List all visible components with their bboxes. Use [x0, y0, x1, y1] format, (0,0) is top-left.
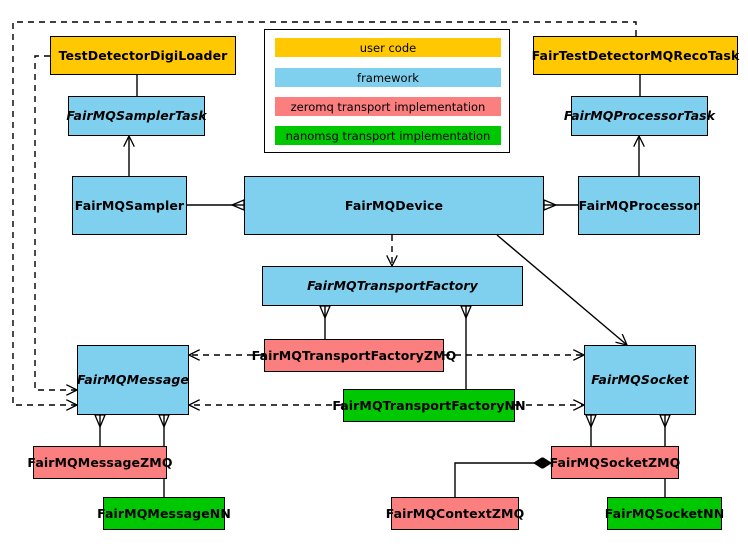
- class-node-FairMQSocketNN[interactable]: FairMQSocketNN: [604, 497, 725, 530]
- class-node-label: FairTestDetectorMQRecoTask: [531, 47, 740, 63]
- legend-item-zeromq: zeromq transport implementation: [275, 97, 501, 116]
- class-node-FairMQSamplerTask[interactable]: FairMQSamplerTask: [66, 96, 207, 136]
- legend-label: framework: [357, 70, 419, 85]
- class-node-label: FairMQProcessor: [578, 197, 700, 213]
- class-node-FairMQSampler[interactable]: FairMQSampler: [72, 176, 187, 235]
- class-node-label: FairMQSocket: [591, 372, 689, 388]
- class-node-TestDetectorDigiLoader[interactable]: TestDetectorDigiLoader: [50, 36, 236, 75]
- class-node-FairMQSocketZMQ[interactable]: FairMQSocketZMQ: [549, 446, 681, 479]
- class-node-FairMQTransportFactory[interactable]: FairMQTransportFactory: [262, 266, 523, 306]
- edge-contextzmq-socketzmq: [454, 463, 551, 497]
- legend-item-framework: framework: [275, 68, 501, 87]
- class-node-FairMQTransportFactoryZMQ[interactable]: FairMQTransportFactoryZMQ: [252, 339, 456, 372]
- class-node-label: FairMQMessage: [77, 372, 190, 388]
- legend-label: zeromq transport implementation: [290, 99, 486, 114]
- class-node-label: FairMQMessageZMQ: [27, 454, 173, 470]
- class-node-label: FairMQTransportFactoryNN: [332, 397, 526, 413]
- class-node-FairMQContextZMQ[interactable]: FairMQContextZMQ: [386, 497, 524, 530]
- class-node-label: FairMQProcessorTask: [563, 108, 716, 124]
- class-node-label: FairMQMessageNN: [97, 505, 231, 521]
- class-node-FairMQProcessor[interactable]: FairMQProcessor: [578, 176, 700, 235]
- class-node-FairMQMessageZMQ[interactable]: FairMQMessageZMQ: [27, 446, 172, 479]
- legend-item-nanomsg: nanomsg transport implementation: [275, 126, 501, 145]
- class-node-FairMQMessageNN[interactable]: FairMQMessageNN: [97, 497, 231, 530]
- class-node-FairMQSocket[interactable]: FairMQSocket: [584, 345, 696, 415]
- class-node-FairMQProcessorTask[interactable]: FairMQProcessorTask: [564, 96, 715, 136]
- class-node-FairMQDevice[interactable]: FairMQDevice: [244, 176, 544, 235]
- class-node-label: FairMQSocketZMQ: [549, 454, 681, 470]
- legend-label: user code: [359, 40, 417, 55]
- class-node-label: FairMQSocketNN: [604, 505, 725, 521]
- class-node-FairMQTransportFactoryNN[interactable]: FairMQTransportFactoryNN: [332, 389, 526, 422]
- class-node-label: FairMQContextZMQ: [385, 505, 525, 521]
- class-node-label: FairMQDevice: [344, 197, 444, 213]
- legend: user code framework zeromq transport imp…: [264, 29, 510, 153]
- legend-item-user-code: user code: [275, 38, 501, 57]
- class-node-FairMQMessage[interactable]: FairMQMessage: [77, 345, 189, 415]
- class-node-label: FairMQTransportFactoryZMQ: [251, 347, 457, 363]
- class-node-label: FairMQSamplerTask: [66, 108, 207, 124]
- class-node-FairTestDetectorMQRecoTask[interactable]: FairTestDetectorMQRecoTask: [531, 36, 740, 75]
- legend-label: nanomsg transport implementation: [285, 128, 491, 143]
- class-node-label: TestDetectorDigiLoader: [58, 47, 228, 63]
- class-node-label: FairMQTransportFactory: [307, 278, 478, 294]
- class-node-label: FairMQSampler: [74, 197, 185, 213]
